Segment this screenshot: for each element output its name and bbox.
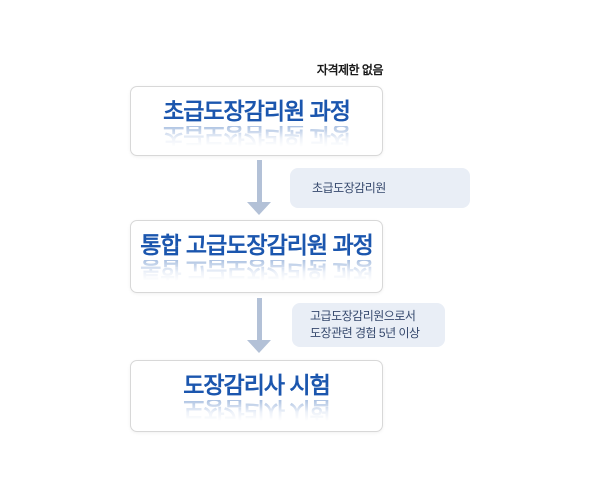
condition-label-text-line1: 고급도장감리원으로서	[310, 309, 416, 323]
qualification-note: 자격제한 없음	[316, 63, 384, 77]
condition-label-text: 초급도장감리원	[312, 180, 386, 195]
course-title-beginner: 초급도장감리원 과정	[163, 98, 351, 124]
reflection-fade	[131, 260, 382, 282]
title-reflection: 초급도장감리원 과정	[131, 126, 382, 148]
course-box-beginner: 초급도장감리원 과정 초급도장감리원 과정	[130, 86, 383, 156]
down-arrow-icon	[247, 340, 271, 353]
course-title-advanced: 통합 고급도장감리원 과정	[140, 232, 374, 258]
course-title-exam: 도장감리사 시험	[183, 372, 331, 398]
down-arrow-icon	[257, 298, 262, 340]
condition-label-text-line2: 도장관련 경험 5년 이상	[310, 326, 420, 340]
course-box-advanced: 통합 고급도장감리원 과정 통합 고급도장감리원 과정	[130, 220, 383, 293]
reflection-fade	[131, 400, 382, 422]
down-arrow-icon	[247, 202, 271, 215]
down-arrow-icon	[257, 160, 262, 202]
reflection-fade	[131, 126, 382, 148]
title-reflection: 통합 고급도장감리원 과정	[131, 260, 382, 282]
title-reflection: 도장감리사 시험	[131, 400, 382, 422]
condition-label-experience: 고급도장감리원으로서 도장관련 경험 5년 이상	[292, 303, 445, 347]
course-box-exam: 도장감리사 시험 도장감리사 시험	[130, 360, 383, 432]
condition-label-beginner: 초급도장감리원	[290, 168, 470, 208]
